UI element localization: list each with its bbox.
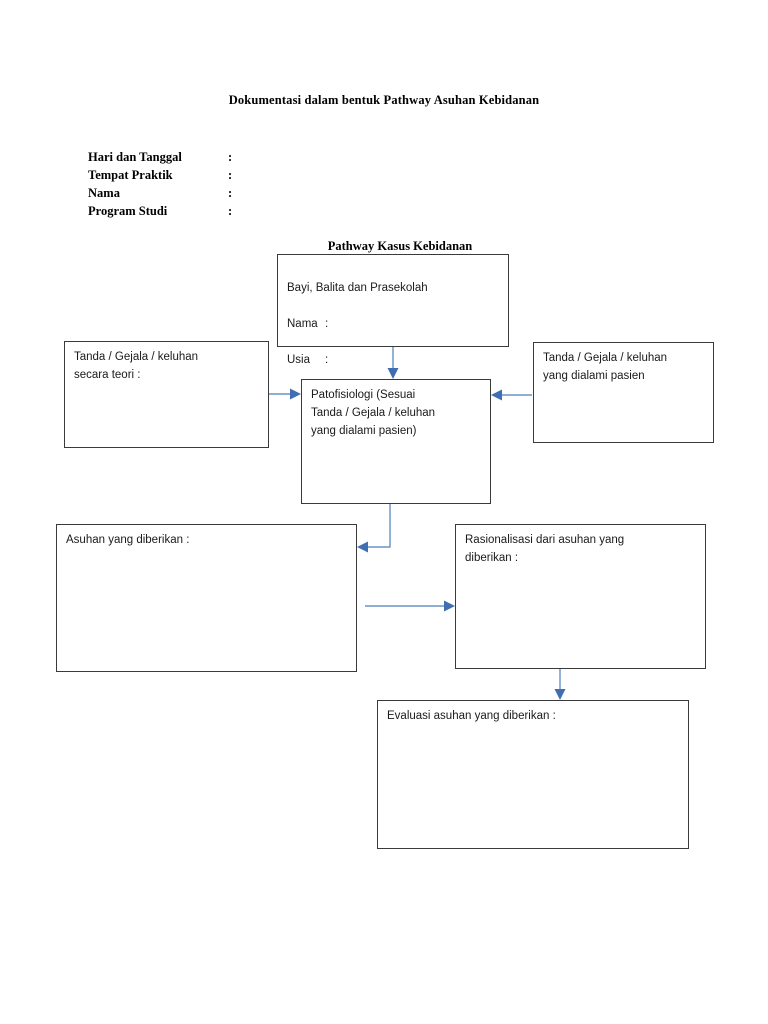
meta-label: Program Studi xyxy=(88,204,168,218)
connector-patient-to-pathophysiology-arrow-down xyxy=(387,347,399,379)
box-signs-theory: Tanda / Gejala / keluhan secara teori : xyxy=(64,341,269,448)
meta-label: Tempat Praktik xyxy=(88,168,173,182)
meta-row-tempat-praktik: Tempat Praktik: xyxy=(88,166,232,184)
meta-separator: : xyxy=(228,168,233,182)
connector-care-given-to-rationale-arrow-right xyxy=(365,600,455,612)
box-care-given: Asuhan yang diberikan : xyxy=(56,524,357,672)
patient-field-nama: Nama: xyxy=(287,315,504,333)
patient-field-nama-key: Nama xyxy=(287,318,318,330)
page-title: Dokumentasi dalam bentuk Pathway Asuhan … xyxy=(228,93,540,107)
box-evaluation-text: Evaluasi asuhan yang diberikan : xyxy=(387,710,556,722)
connector-pathophysiology-to-care-given-elbow xyxy=(357,504,391,553)
box-signs-patient-text: Tanda / Gejala / keluhan yang dialami pa… xyxy=(543,352,668,382)
meta-label: Nama xyxy=(88,186,120,200)
patient-field-nama-separator: : xyxy=(325,318,329,330)
meta-row-nama: Nama: xyxy=(88,184,232,202)
patient-field-usia: Usia: xyxy=(287,351,504,369)
connector-theory-to-pathophysiology-arrow-right xyxy=(269,388,301,400)
meta-separator: : xyxy=(228,204,233,218)
box-evaluation: Evaluasi asuhan yang diberikan : xyxy=(377,700,689,849)
box-signs-theory-text: Tanda / Gejala / keluhan secara teori : xyxy=(74,351,199,381)
connector-patient-signs-to-pathophysiology-arrow-left xyxy=(491,389,532,401)
meta-field-list: Hari dan Tanggal: Tempat Praktik: Nama: … xyxy=(88,148,232,220)
box-patient-identity-content: Bayi, Balita dan Prasekolah Nama: Usia: xyxy=(287,261,504,387)
box-rationale: Rasionalisasi dari asuhan yang diberikan… xyxy=(455,524,706,669)
section-title: Pathway Kasus Kebidanan xyxy=(327,239,473,253)
box-patient-identity: Bayi, Balita dan Prasekolah Nama: Usia: xyxy=(277,254,509,366)
box-pathophysiology: Patofisiologi (Sesuai Tanda / Gejala / k… xyxy=(301,379,491,504)
meta-separator: : xyxy=(228,186,233,200)
box-care-given-text: Asuhan yang diberikan : xyxy=(66,534,190,546)
box-rationale-text: Rasionalisasi dari asuhan yang diberikan… xyxy=(465,534,625,564)
meta-label: Hari dan Tanggal xyxy=(88,150,182,164)
box-pathophysiology-text: Patofisiologi (Sesuai Tanda / Gejala / k… xyxy=(311,389,436,437)
box-signs-patient: Tanda / Gejala / keluhan yang dialami pa… xyxy=(533,342,714,443)
patient-field-usia-separator: : xyxy=(325,354,329,366)
patient-heading: Bayi, Balita dan Prasekolah xyxy=(287,282,428,294)
meta-row-program-studi: Program Studi: xyxy=(88,202,232,220)
meta-row-hari-dan-tanggal: Hari dan Tanggal: xyxy=(88,148,232,166)
patient-field-usia-key: Usia xyxy=(287,354,311,366)
connector-rationale-to-evaluation-arrow-down xyxy=(554,669,566,700)
meta-separator: : xyxy=(228,150,233,164)
